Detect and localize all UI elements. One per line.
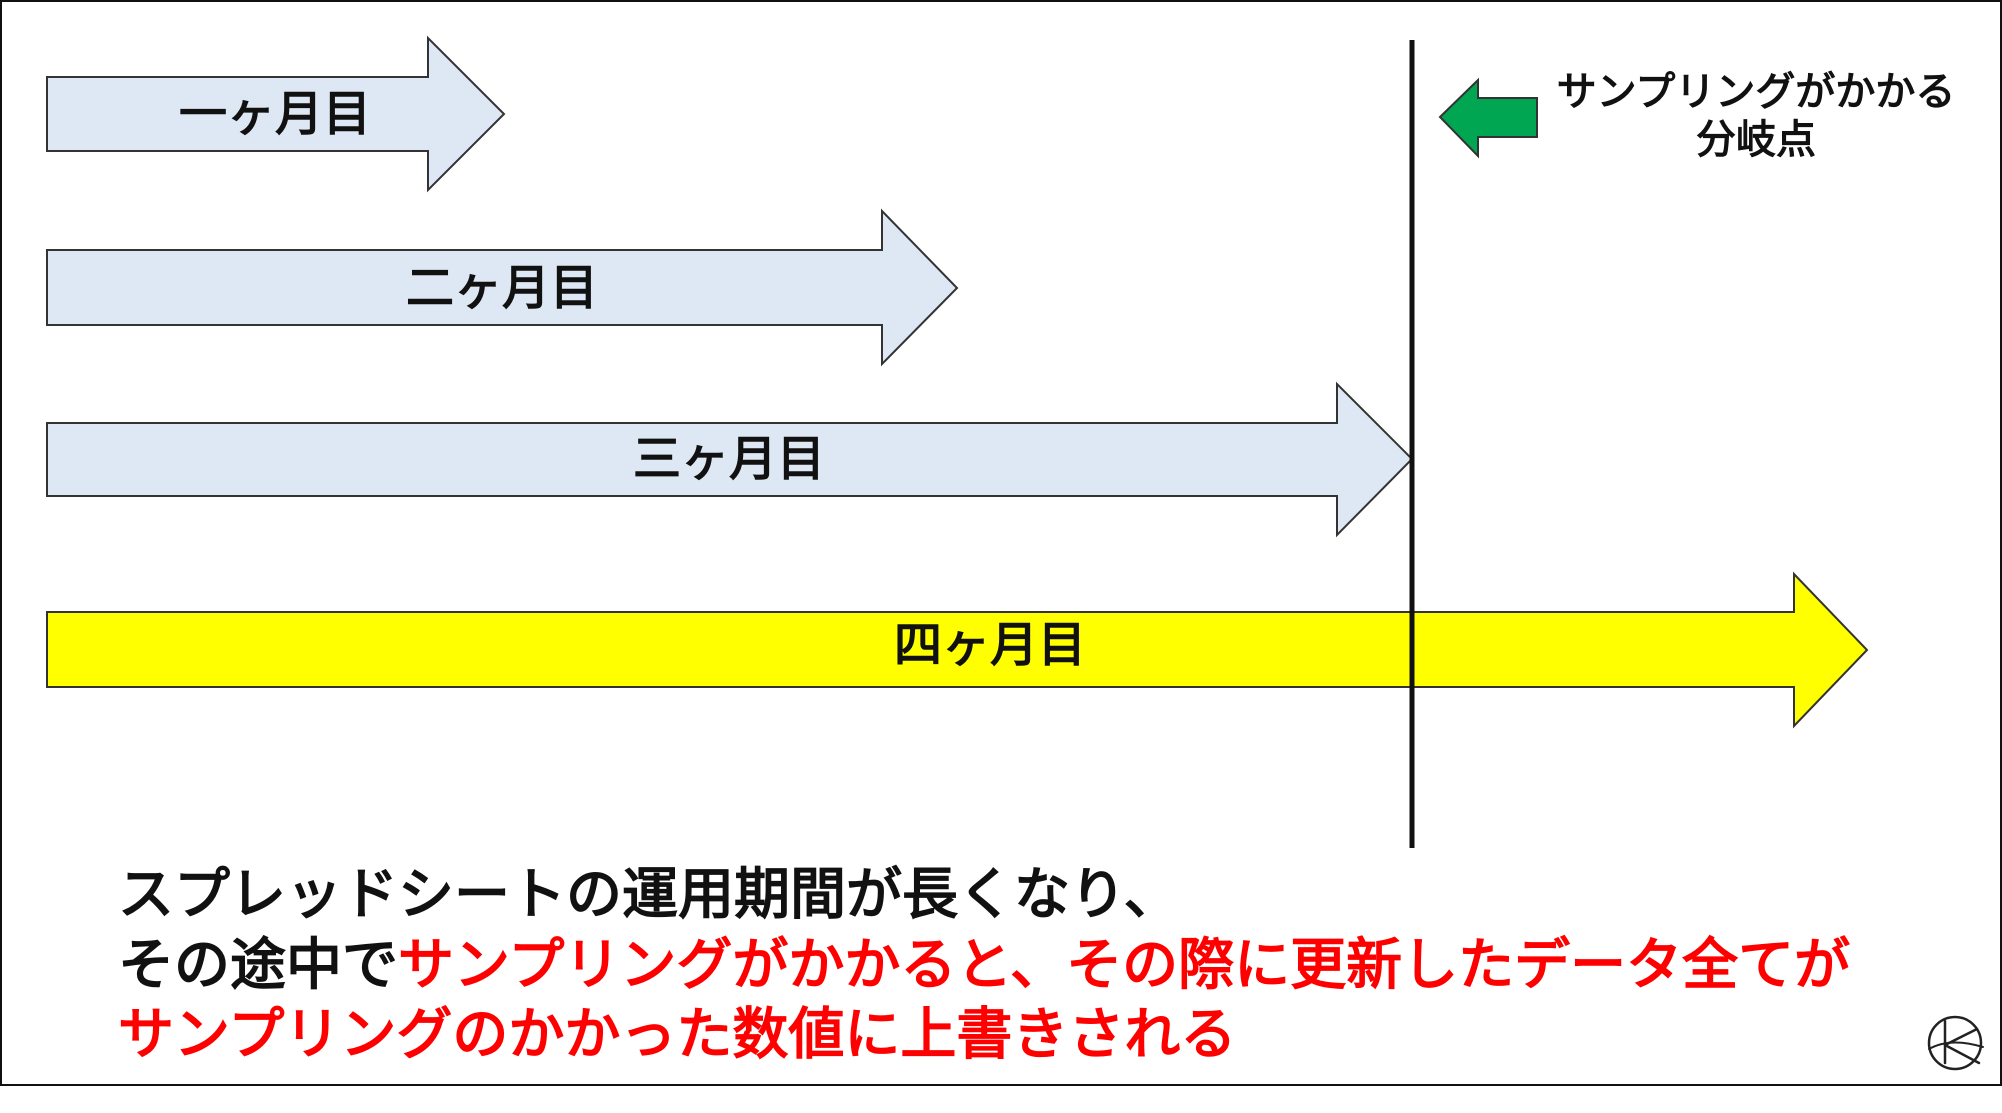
month-2-label: 二ヶ月目 xyxy=(406,260,598,316)
slide-border xyxy=(0,0,2002,1086)
callout-arrow-icon xyxy=(1438,77,1538,159)
month-3-label: 三ヶ月目 xyxy=(633,431,825,487)
caption-line2-black: その途中で xyxy=(118,933,398,998)
month-1-arrow-shape xyxy=(46,35,506,193)
callout-text-line2: 分岐点 xyxy=(1696,117,1816,163)
caption-line3: サンプリングのかかった数値に上書きされる xyxy=(118,1003,1236,1068)
callout-text-line1: サンプリングがかかる xyxy=(1557,69,1956,115)
author-signature-logo xyxy=(1927,1015,1984,1071)
month-2-arrow: 二ヶ月目 xyxy=(46,208,959,367)
caption-line1: スプレッドシートの運用期間が長くなり、 xyxy=(118,863,1180,928)
month-3-arrow: 三ヶ月目 xyxy=(46,381,1414,538)
caption-line2-red: サンプリングがかかると、その際に更新したデータ全てが xyxy=(398,933,1850,998)
caption-line2: その途中でサンプリングがかかると、その際に更新したデータ全てが xyxy=(118,933,1850,998)
month-2-arrow-shape xyxy=(46,208,959,367)
month-1-label: 一ヶ月目 xyxy=(179,86,371,142)
month-3-arrow-shape xyxy=(46,381,1414,538)
month-1-arrow: 一ヶ月目 xyxy=(46,35,506,193)
month-4-label: 四ヶ月目 xyxy=(894,617,1086,673)
